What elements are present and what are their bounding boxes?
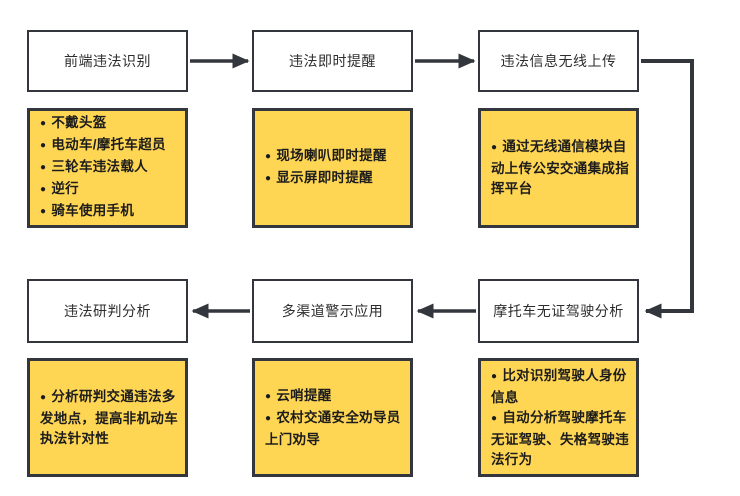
bullet-item: ●电动车/摩托车超员: [40, 137, 166, 152]
bullet-dot-icon: ●: [265, 412, 272, 424]
bullet-item: ●三轮车违法载人: [40, 159, 148, 174]
bullet-dot-icon: ●: [265, 390, 272, 402]
bullet-dot-icon: ●: [491, 370, 498, 382]
bullet-dot-icon: ●: [40, 206, 47, 217]
step5-title-box: 多渠道警示应用: [252, 279, 413, 343]
bullet-item: ●骑车使用手机: [40, 203, 135, 218]
step6-detail-box: ●分析研判交通违法多发地点，提高非机动车执法针对性: [27, 358, 188, 477]
bullet-item: ●不戴头盔: [40, 115, 107, 130]
bullet-dot-icon: ●: [265, 173, 272, 184]
step2-detail-box: ●现场喇叭即时提醒 ●显示屏即时提醒: [252, 108, 413, 228]
step5-title: 多渠道警示应用: [281, 303, 384, 319]
bullet-dot-icon: ●: [491, 412, 498, 424]
bullet-dot-icon: ●: [491, 142, 498, 153]
bullet-item: ●分析研判交通违法多发地点，提高非机动车执法针对性: [40, 388, 178, 446]
bullet-dot-icon: ●: [40, 162, 47, 173]
step1-title-box: 前端违法识别: [27, 30, 188, 92]
bullet-item: ●比对识别驾驶人身份信息: [491, 367, 627, 405]
step5-detail-box: ●云哨提醒 ●农村交通安全劝导员上门劝导: [252, 358, 413, 477]
step1-title: 前端违法识别: [64, 53, 151, 69]
step4-title: 摩托车无证驾驶分析: [493, 303, 624, 319]
step2-title-box: 违法即时提醒: [252, 30, 413, 92]
step3-title-box: 违法信息无线上传: [478, 30, 639, 92]
step6-title: 违法研判分析: [64, 303, 151, 319]
bullet-item: ●云哨提醒: [265, 387, 332, 403]
step3-detail-box: ●通过无线通信模块自动上传公安交通集成指挥平台: [478, 108, 639, 228]
bullet-dot-icon: ●: [40, 391, 47, 403]
bullet-dot-icon: ●: [40, 184, 47, 195]
bullet-item: ●逆行: [40, 181, 79, 196]
bullet-dot-icon: ●: [40, 118, 47, 129]
step3-title: 违法信息无线上传: [500, 53, 617, 69]
bullet-item: ●显示屏即时提醒: [265, 170, 373, 185]
step4-title-box: 摩托车无证驾驶分析: [478, 279, 639, 343]
bullet-dot-icon: ●: [40, 140, 47, 151]
bullet-item: ●现场喇叭即时提醒: [265, 148, 387, 163]
bullet-item: ●自动分析驾驶摩托车无证驾驶、失格驾驶违法行为: [491, 409, 629, 467]
step4-detail-box: ●比对识别驾驶人身份信息 ●自动分析驾驶摩托车无证驾驶、失格驾驶违法行为: [478, 358, 639, 477]
bullet-dot-icon: ●: [265, 151, 272, 162]
arrow-step3-to-step4-elbow: [641, 59, 694, 319]
bullet-item: ●通过无线通信模块自动上传公安交通集成指挥平台: [491, 139, 629, 196]
step2-title: 违法即时提醒: [289, 53, 376, 69]
step1-detail-box: ●不戴头盔 ●电动车/摩托车超员 ●三轮车违法载人 ●逆行 ●骑车使用手机: [27, 108, 188, 228]
bullet-item: ●农村交通安全劝导员上门劝导: [265, 409, 401, 447]
step6-title-box: 违法研判分析: [27, 279, 188, 343]
